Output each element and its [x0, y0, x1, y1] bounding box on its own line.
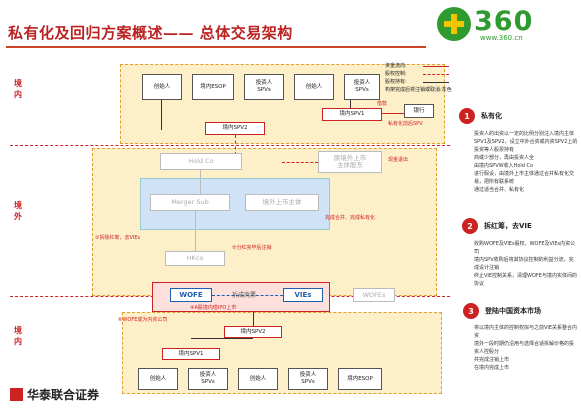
step-2-bullet: 终止VIE控制关系，清理WOFE与境内实体间的协议	[474, 273, 577, 287]
step-2-bullet: 境内SPV收购后将其协议控制的利益分流，完成设计注销	[474, 257, 574, 271]
line-holdco-merger	[200, 170, 201, 194]
legend-equity-holding: 股权持有:	[385, 79, 407, 85]
step-2-bullets: 收购WOFE及VIEs股权，WOFE及VIEs内资公司 境内SPV收购后将其协议…	[474, 240, 578, 288]
step-3-bullet: 在境内完成上市	[474, 365, 510, 371]
footer-company: 华泰联合证券	[27, 388, 100, 402]
holder-domestic-esop: 境内ESOP	[192, 74, 234, 100]
legend: 资金流向: 股权控制: 股权持有: 构架完成后将注销或取消:灰色	[385, 62, 457, 94]
note-privatize: 私有化前后SPV	[388, 121, 423, 127]
bottom-domestic-esop: 境内ESOP	[338, 368, 382, 390]
note-cash: 现金退出	[388, 157, 409, 163]
note-wofe-domestic: ⑥WOFE成为内资公司	[118, 317, 168, 323]
line-top-2	[350, 100, 351, 108]
region-label-overseas: 境外	[14, 201, 22, 221]
holdco-box: Hold Co	[160, 153, 242, 170]
wofes-box: WOFEs	[353, 288, 395, 302]
bank-box: 银行	[404, 104, 434, 118]
bottom-founder-2: 创始人	[238, 368, 278, 390]
region-label-bottom-domestic: 境内	[14, 326, 22, 346]
legend-equity-control: 股权控制:	[385, 71, 407, 77]
holder-founder-1: 创始人	[142, 74, 182, 100]
step-3-bullet: 将以境内主体的控制权拟与之前VIE关系整合内资	[474, 325, 578, 339]
step-3-bullets: 将以境内主体的控制权拟与之前VIE关系整合内资 境外一段时期仍沿用与选择合适拆解…	[474, 324, 578, 372]
line-top-1	[161, 100, 162, 130]
listed-holders-box: 原境外上市主体股东	[318, 151, 382, 173]
360-logo-icon	[437, 7, 471, 41]
region-label-top-domestic: 境内	[14, 79, 22, 99]
step-1-circle: 1	[459, 108, 475, 124]
note-merger-complete: 完成合并、完成私有化	[325, 215, 376, 221]
legend-line-capital	[423, 66, 449, 67]
step-3-bullet: 境外一段时期仍沿用与选择合适拆解价格的投资人控股分	[474, 341, 575, 355]
wofe-box: WOFE	[170, 288, 212, 302]
line-listed-holders	[282, 162, 318, 163]
step-1-bullet: 投资人的出资以一定的比例分别注入境内主体SPV1及SPV2，设立中外合资或内资S…	[474, 131, 578, 153]
divider-top	[10, 145, 450, 146]
step-1-bullets: 投资人的出资以一定的比例分别注入境内主体SPV1及SPV2，设立中外合资或内资S…	[474, 130, 578, 194]
step-1-bullet: 商或少部分，再由投资人全	[474, 155, 535, 161]
spv2-top: 境内SPV2	[205, 122, 265, 135]
legend-removed: 构架完成后将注销或取消:	[385, 87, 442, 93]
step-2-circle: 2	[462, 218, 478, 234]
note-domestic-restructure: ④A股境内借IPO上市	[190, 305, 237, 311]
step-3-title: 登陆中国资本市场	[485, 307, 541, 315]
step-1-bullet: 通过适当合并、私有化	[474, 187, 525, 193]
legend-line-holding	[423, 82, 449, 83]
page-title: 私有化及回归方案概述—— 总体交易架构	[8, 24, 293, 42]
company-logo-icon	[10, 388, 23, 401]
legend-capital-flow: 资金流向:	[385, 63, 407, 69]
line-merger-hkco	[195, 211, 196, 251]
logo-url: www.360.cn	[480, 34, 523, 42]
spv1-bottom: 境内SPV1	[162, 348, 220, 360]
step-2-bullet: 收购WOFE及VIEs股权，WOFE及VIEs内资公司	[474, 241, 576, 255]
step-1-title: 私有化	[481, 112, 502, 120]
step-1-bullet: 由境内SPVW收入Hold Co	[474, 163, 534, 169]
spv1-top: 境内SPV1	[322, 108, 382, 121]
holder-founder-2: 创始人	[294, 74, 334, 100]
title-underline	[6, 46, 426, 48]
line-spv1-spv2	[191, 338, 253, 339]
spv2-bottom: 境内SPV2	[224, 326, 282, 338]
step-3-circle: 3	[463, 303, 479, 319]
note-hk: ⑤分红完毕后注销	[232, 245, 272, 251]
note-loan: 借款	[377, 101, 388, 107]
legend-removed-suffix: 灰色	[441, 87, 452, 93]
step-3-bullet: 并完成注销上市	[474, 357, 510, 363]
overseas-listed-box: 境外上市主体	[245, 194, 319, 211]
bottom-founder-1: 创始人	[138, 368, 178, 390]
step-1-bullet: 进行假设，由境外上市主体通过合并私有化交易，把所有联系统	[474, 171, 575, 185]
line-wofe-vies	[212, 295, 283, 296]
line-spv2-bottom	[253, 312, 254, 326]
vies-box: VIEs	[283, 288, 323, 302]
hkco-box: HKco	[165, 251, 225, 266]
logo-text: 360	[474, 6, 534, 37]
merger-sub-box: Merger Sub	[150, 194, 230, 211]
note-cross: 拆成壳票	[232, 292, 257, 299]
legend-line-control	[423, 74, 449, 75]
note-dismantle-vie: ②拆除红筹，去VIEs	[95, 235, 141, 241]
line-spv2-holdco	[235, 135, 236, 155]
line-bank	[382, 113, 404, 114]
step-2-title: 拆红筹，去VIE	[484, 222, 532, 230]
